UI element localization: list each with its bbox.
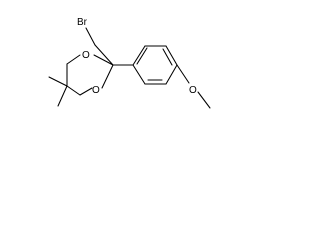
ring-bond-4 <box>165 64 178 85</box>
ring-inner-double-1 <box>136 47 148 65</box>
bond-c5-methyl-1 <box>48 76 68 87</box>
ring-inner-double-2 <box>162 48 173 66</box>
bond-c2-ch2 <box>94 44 114 66</box>
bromomethyl-group: Br <box>77 17 114 66</box>
bond-oxygen-methyl <box>197 91 211 109</box>
bond-c2-o1 <box>93 54 114 66</box>
bond-o1-c6 <box>66 54 81 65</box>
ring-bond-6 <box>132 64 146 85</box>
bond-c5-c4 <box>66 85 81 96</box>
methoxy-group: O <box>176 64 211 109</box>
ring-oxygen-bottom-label: O <box>92 85 100 96</box>
bond-ch2-br <box>85 27 96 46</box>
bond-aryl-oxygen <box>176 64 190 84</box>
dioxane-ring: O O <box>66 50 114 96</box>
ring-oxygen-top-label: O <box>82 50 90 61</box>
methoxy-oxygen-label: O <box>189 85 197 96</box>
bromine-label: Br <box>77 17 88 28</box>
ring-bond-3 <box>165 45 178 66</box>
bond-c5-methyl-2 <box>57 85 68 107</box>
gem-dimethyl-group <box>48 76 68 107</box>
ring-bond-1 <box>132 45 146 66</box>
benzene-ring <box>132 45 178 85</box>
bond-o3-c2 <box>101 64 114 89</box>
bond-c4-o3 <box>79 87 93 96</box>
chemical-structure-diagram: Br O O O <box>48 17 211 109</box>
